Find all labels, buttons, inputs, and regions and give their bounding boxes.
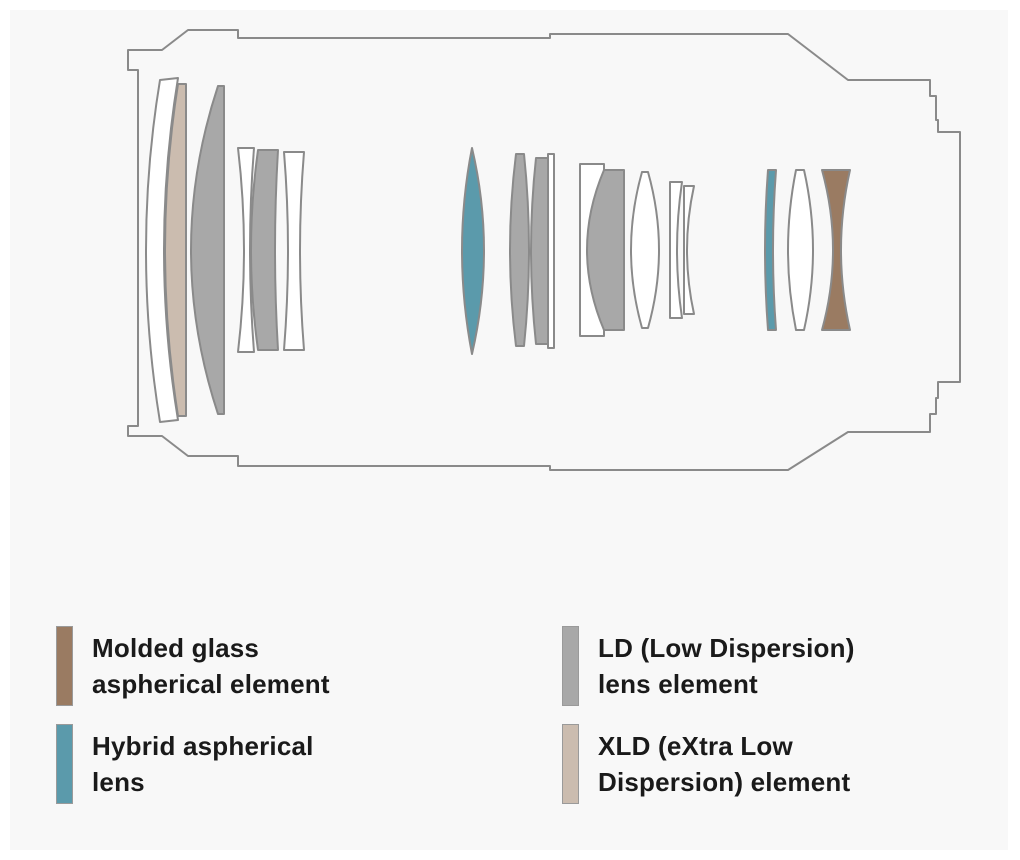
middle-element-ld-2 bbox=[530, 157, 549, 345]
hybrid-swatch bbox=[56, 724, 73, 804]
middle-element-5-ld bbox=[586, 169, 625, 331]
group2-element-3 bbox=[283, 151, 305, 351]
middle-element-ld-1 bbox=[509, 153, 530, 347]
middle-element-6 bbox=[630, 171, 660, 329]
xld-swatch bbox=[562, 724, 579, 804]
molded-glass-swatch bbox=[56, 626, 73, 706]
rear-element-hybrid bbox=[764, 169, 777, 331]
middle-element-3 bbox=[547, 153, 555, 349]
group2-element-1 bbox=[237, 147, 255, 353]
legend-label-hybrid: Hybrid aspherical lens bbox=[92, 731, 314, 797]
middle-element-hybrid bbox=[461, 147, 485, 355]
legend-label-xld: XLD (eXtra Low Dispersion) element bbox=[598, 731, 851, 797]
rear-element-2 bbox=[787, 169, 814, 331]
middle-element-8 bbox=[683, 185, 695, 315]
lens-construction-diagram bbox=[127, 29, 961, 471]
legend-label-ld: LD (Low Dispersion) lens element bbox=[598, 633, 855, 699]
ld-swatch bbox=[562, 626, 579, 706]
lens-barrel-outline bbox=[127, 29, 961, 471]
lens-construction-panel: Molded glass aspherical element LD (Low … bbox=[10, 10, 1008, 850]
group2-element-2-ld bbox=[250, 149, 279, 351]
rear-element-molded bbox=[821, 169, 851, 331]
front-element-2-xld bbox=[164, 83, 187, 417]
legend-label-molded-glass: Molded glass aspherical element bbox=[92, 633, 330, 699]
middle-element-7 bbox=[669, 181, 683, 319]
front-element-3-ld bbox=[190, 85, 225, 415]
